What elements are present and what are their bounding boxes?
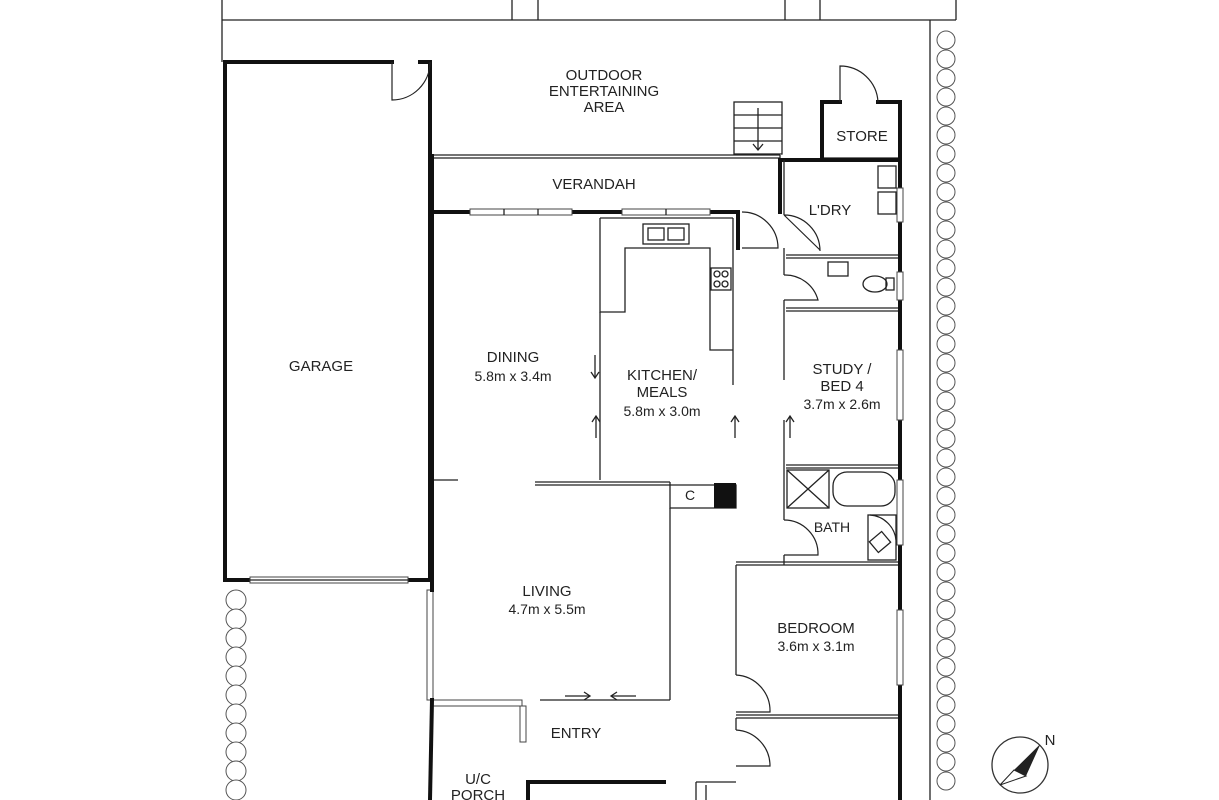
hedge-shrub [936, 429, 956, 449]
hedge-shrub [936, 296, 956, 316]
hedge-shrub [225, 627, 247, 649]
laundry-label: L'DRY [809, 202, 852, 219]
outdoor-label-2: ENTERTAINING [549, 83, 659, 100]
hedge-shrub [936, 448, 956, 468]
living-label: LIVING [522, 583, 571, 600]
hedge-shrub [936, 315, 956, 335]
hedge-left [225, 589, 247, 800]
outdoor-label-1: OUTDOOR [566, 67, 643, 84]
hedge-shrub [936, 30, 956, 50]
hedge-shrub [936, 676, 956, 696]
hedge-shrub [936, 220, 956, 240]
hedge-shrub [936, 391, 956, 411]
dining-size: 5.8m x 3.4m [474, 368, 551, 384]
bedroom-size: 3.6m x 3.1m [777, 638, 854, 654]
bedroom-label: BEDROOM [777, 620, 855, 637]
hedge-shrub [225, 665, 247, 687]
bathtub-icon [832, 471, 896, 507]
hedge-shrub [936, 562, 956, 582]
hedge-shrub [936, 182, 956, 202]
hedge-shrub [936, 695, 956, 715]
hedge-shrub [936, 163, 956, 183]
hedge-shrub [936, 239, 956, 259]
garage-walls [223, 60, 432, 584]
hedge-shrub [936, 87, 956, 107]
hedge-shrub [936, 543, 956, 563]
hedge-shrub [936, 714, 956, 734]
hedge-shrub [936, 372, 956, 392]
cooktop-icon [710, 267, 732, 291]
basin-icon [827, 261, 849, 277]
living-size: 4.7m x 5.5m [508, 601, 585, 617]
study-label-1: STUDY / [813, 361, 873, 378]
hedge-shrub [936, 258, 956, 278]
toilet-icon [862, 275, 888, 293]
store-label: STORE [836, 128, 887, 145]
interior-walls [427, 478, 737, 800]
hedge-shrub [936, 144, 956, 164]
hedge-shrub [936, 68, 956, 88]
hedge-shrub [936, 524, 956, 544]
hedge-shrub [936, 277, 956, 297]
hedge-shrub [225, 684, 247, 706]
windows [426, 187, 904, 743]
hedge-shrub [225, 741, 247, 763]
hedge-shrub [225, 779, 247, 800]
kitchen-label-1: KITCHEN/ [627, 367, 698, 384]
bath-label: BATH [814, 519, 850, 535]
hedge-shrub [225, 722, 247, 744]
dining-label: DINING [487, 349, 540, 366]
hedge-shrub [936, 486, 956, 506]
hedge-shrub [936, 752, 956, 772]
hedge-shrub [936, 125, 956, 145]
doors [735, 211, 897, 767]
house-walls [430, 154, 902, 800]
porch-label-2: PORCH [451, 787, 505, 800]
cupboard-label: C [685, 487, 695, 503]
hedge-shrub [936, 505, 956, 525]
outdoor-label-3: AREA [584, 99, 625, 116]
hedge-shrub [936, 657, 956, 677]
garage-label: GARAGE [289, 358, 353, 375]
kitchen-bench [599, 217, 734, 480]
hedge-shrub [225, 703, 247, 725]
hedge-shrub [225, 760, 247, 782]
hedge-shrub [936, 201, 956, 221]
hedge-shrub [936, 600, 956, 620]
hedge-shrub [936, 353, 956, 373]
kitchen-size: 5.8m x 3.0m [623, 403, 700, 419]
kitchen-label-2: MEALS [637, 384, 688, 401]
hedge-shrub [225, 646, 247, 668]
porch-label-1: U/C [465, 771, 491, 788]
verandah-label: VERANDAH [552, 176, 635, 193]
hedge-shrub [936, 771, 956, 791]
hedge-shrub [225, 608, 247, 630]
laundry-tub-icon [877, 165, 897, 189]
sink-icon [642, 223, 690, 245]
hedge-shrub [936, 581, 956, 601]
steps [733, 101, 783, 155]
flow-arrows [565, 355, 795, 701]
hedge-shrub [936, 106, 956, 126]
north-arrow-icon [991, 736, 1049, 794]
rear-fence [221, 0, 957, 62]
hedge-shrub [936, 638, 956, 658]
hedge-shrub [936, 410, 956, 430]
hedge-shrub [936, 733, 956, 753]
hedge-shrub [936, 49, 956, 69]
shower-icon [786, 469, 830, 509]
study-size: 3.7m x 2.6m [803, 396, 880, 412]
hedge-shrub [225, 589, 247, 611]
room-labels: OUTDOOR ENTERTAINING AREA STORE VERANDAH… [289, 67, 1056, 800]
front-walls [526, 780, 736, 800]
entry-label: ENTRY [551, 725, 602, 742]
hedge-shrub [936, 467, 956, 487]
compass-label: N [1045, 732, 1056, 749]
study-label-2: BED 4 [820, 378, 863, 395]
hedge-shrub [936, 619, 956, 639]
hedge-shrub [936, 334, 956, 354]
hedge-right [936, 30, 956, 791]
wet-area-walls [735, 160, 898, 730]
